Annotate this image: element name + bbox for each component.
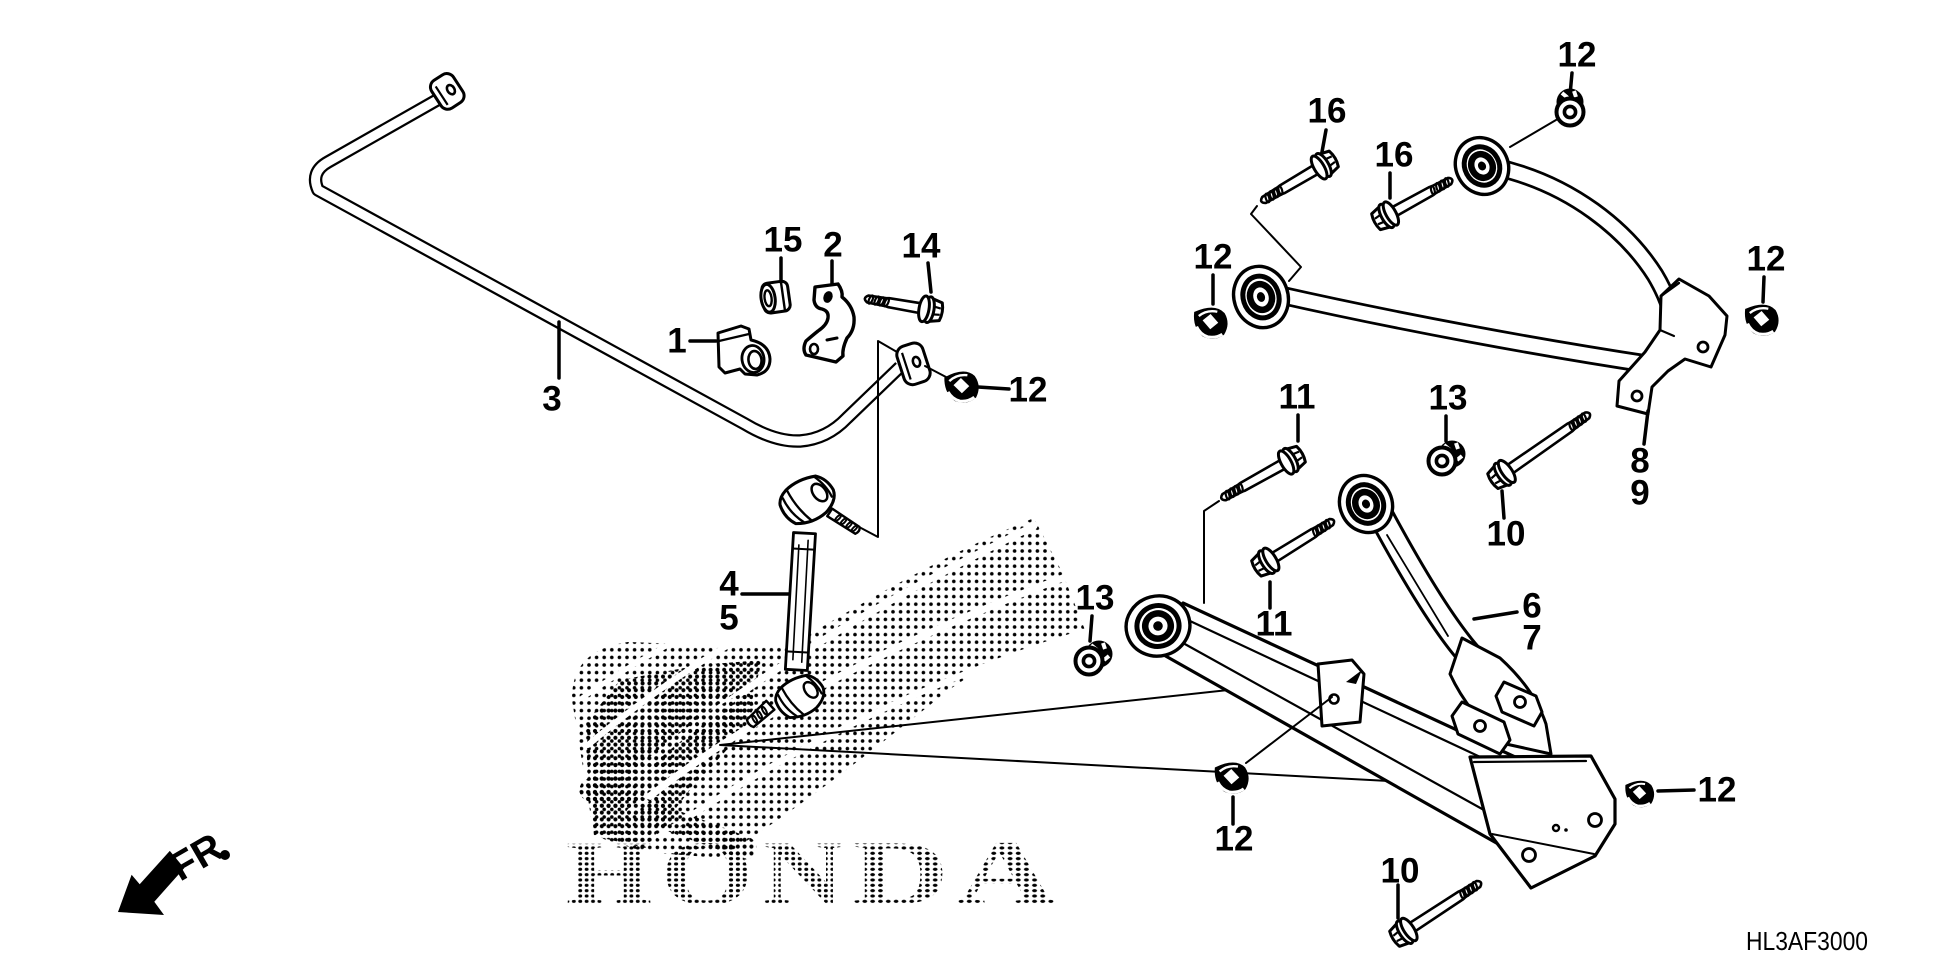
svg-text:8: 8: [1630, 442, 1649, 481]
svg-text:1: 1: [667, 322, 686, 361]
svg-text:12: 12: [1009, 371, 1048, 410]
svg-text:N: N: [762, 823, 844, 925]
svg-text:7: 7: [1522, 619, 1541, 658]
svg-text:12: 12: [1698, 771, 1737, 810]
svg-text:12: 12: [1194, 238, 1233, 277]
svg-text:16: 16: [1308, 92, 1347, 131]
svg-text:12: 12: [1215, 820, 1254, 859]
svg-text:A: A: [955, 821, 1057, 924]
svg-text:9: 9: [1630, 474, 1649, 513]
svg-text:14: 14: [902, 227, 941, 266]
svg-text:15: 15: [764, 221, 803, 260]
svg-text:O: O: [661, 822, 754, 924]
svg-text:5: 5: [719, 599, 738, 638]
svg-text:11: 11: [1256, 605, 1293, 644]
svg-text:16: 16: [1375, 136, 1414, 175]
svg-text:11: 11: [1279, 378, 1316, 417]
svg-text:H: H: [566, 822, 652, 924]
svg-text:3: 3: [542, 380, 561, 419]
svg-text:D: D: [851, 822, 949, 925]
svg-text:4: 4: [719, 565, 739, 604]
svg-text:6: 6: [1522, 587, 1541, 626]
svg-text:10: 10: [1381, 852, 1420, 891]
svg-text:13: 13: [1076, 579, 1115, 618]
svg-text:10: 10: [1487, 515, 1526, 554]
svg-text:12: 12: [1558, 36, 1597, 75]
svg-text:13: 13: [1429, 379, 1468, 418]
svg-text:2: 2: [823, 226, 842, 265]
svg-text:12: 12: [1747, 240, 1786, 279]
svg-text:HL3AF3000: HL3AF3000: [1746, 926, 1868, 956]
